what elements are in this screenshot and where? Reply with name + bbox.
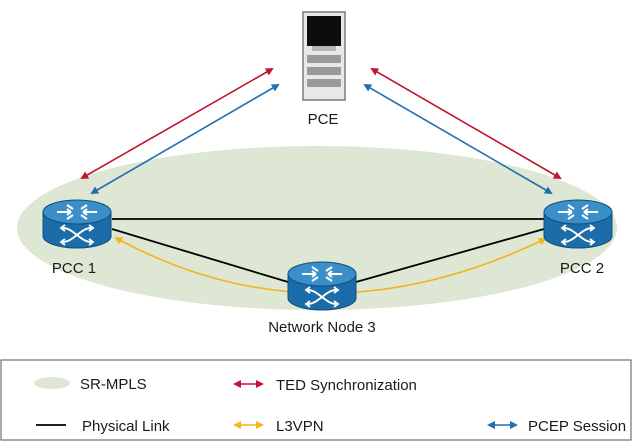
- pcep-arrow-right: [363, 83, 553, 195]
- pce-label: PCE: [308, 111, 339, 128]
- pce-server-icon: [302, 11, 346, 101]
- node3-label: Network Node 3: [268, 319, 376, 336]
- legend-sr-mpls-swatch: [34, 377, 70, 389]
- pcc2-router-icon: [543, 199, 613, 249]
- legend-ted-text: TED Synchronization: [276, 377, 417, 394]
- pcep-arrow-left: [90, 83, 280, 195]
- legend-physical-text: Physical Link: [82, 418, 170, 435]
- pcc1-router-icon: [42, 199, 112, 249]
- pcc1-label: PCC 1: [52, 260, 96, 277]
- legend: SR-MPLS TED Synchronization Physical Lin…: [0, 359, 632, 441]
- node3-router-icon: [287, 261, 357, 311]
- pcc2-label: PCC 2: [560, 260, 604, 277]
- legend-l3vpn-text: L3VPN: [276, 418, 324, 435]
- legend-pcep-text: PCEP Session: [528, 418, 626, 435]
- legend-sr-mpls-text: SR-MPLS: [80, 376, 147, 393]
